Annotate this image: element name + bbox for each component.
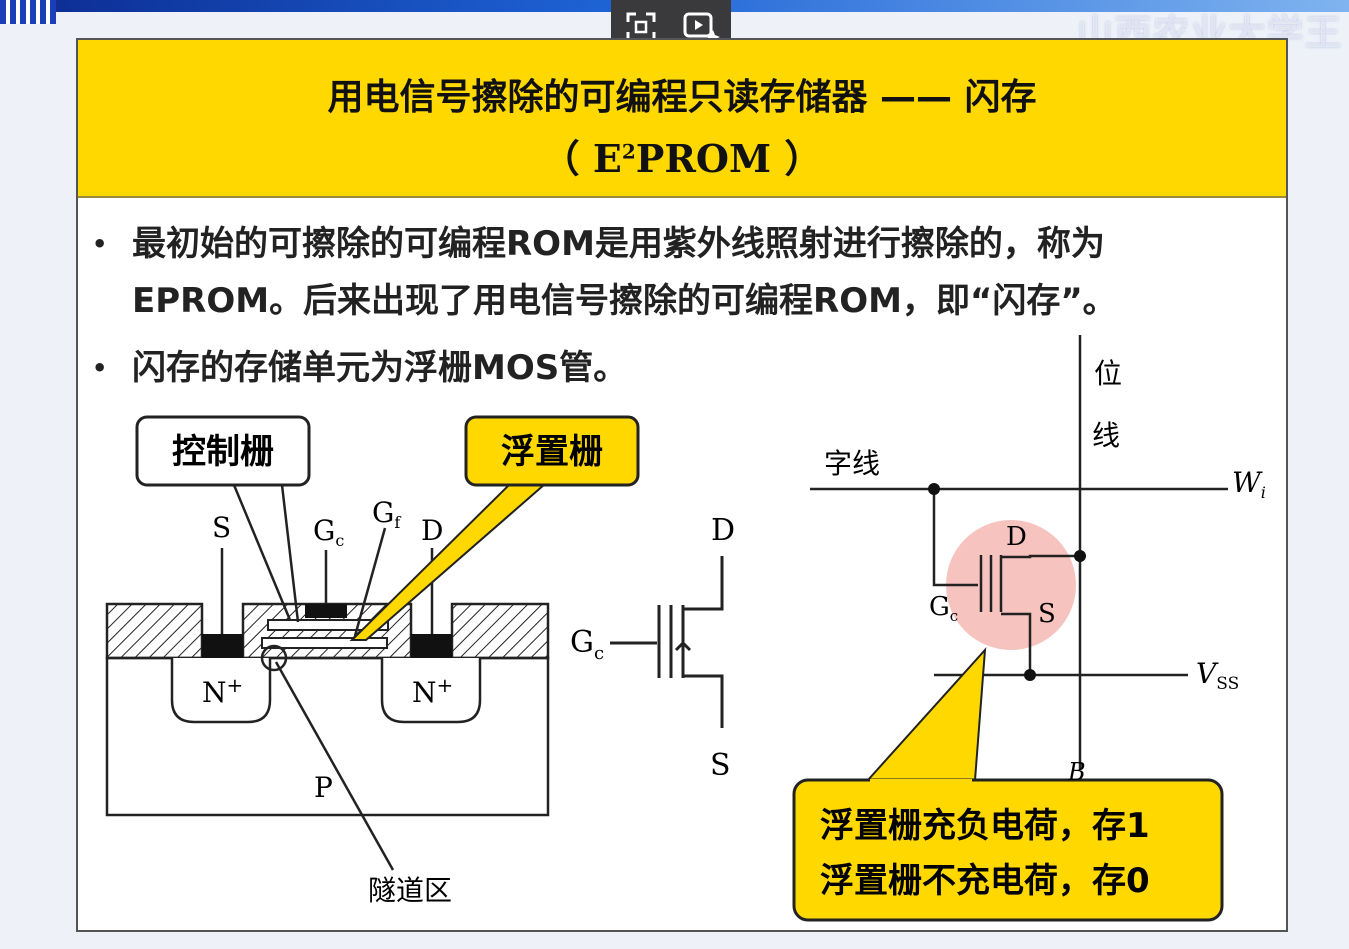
bullet-text-2: 闪存的存储单元为浮栅MOS管。 <box>132 348 628 388</box>
array-label-wi: Wi <box>1232 466 1266 502</box>
cs-label-tunnel: 隧道区 <box>368 874 452 907</box>
array-label-b-partial: B <box>1067 758 1086 786</box>
cs-label-p: P <box>314 771 333 804</box>
cs-label-s: S <box>212 511 231 544</box>
array-label-bitline-2: 线 <box>1092 419 1120 452</box>
floating-gate-mos-symbol <box>610 556 724 728</box>
control-gate-callout <box>135 415 311 487</box>
storage-callout-line-1: 浮置栅充负电荷，存1 <box>820 806 1150 846</box>
memory-array-cell <box>792 335 1228 922</box>
cs-label-n-left: N+ <box>202 673 243 709</box>
exit-fullscreen-icon[interactable] <box>621 7 661 47</box>
video-sparkle-icon[interactable] <box>681 7 721 47</box>
floating-gate-callout <box>464 415 640 487</box>
cs-label-n-right: N+ <box>412 673 453 709</box>
cell-highlight-circle <box>946 520 1076 650</box>
control-gate-layer <box>267 619 389 631</box>
slide-subtitle: （ E2PROM ） <box>78 128 1286 183</box>
bullet-marker: • <box>92 230 108 258</box>
oxide-right <box>450 602 550 660</box>
gate-top-contact <box>305 604 347 618</box>
subtitle-superscript: 2 <box>621 139 636 164</box>
symbol-label-gc: Gc <box>570 625 604 664</box>
slide-title: 用电信号擦除的可编程只读存储器 —— 闪存 <box>327 77 1037 118</box>
cs-label-gc: Gc <box>313 514 344 550</box>
drain-node <box>1074 550 1086 562</box>
storage-callout <box>792 778 1224 922</box>
symbol-label-d: D <box>711 513 735 548</box>
array-label-s: S <box>1038 599 1056 629</box>
left-ribbon-decoration <box>0 0 56 24</box>
bullet-item-2: • 闪存的存储单元为浮栅MOS管。 <box>92 340 792 400</box>
floating-gate-layer <box>261 637 388 649</box>
array-label-gc: Gc <box>929 592 958 625</box>
floating-gate-callout-text: 浮置栅 <box>501 432 603 472</box>
bullet-item-1: • 最初始的可擦除的可编程ROM是用紫外线照射进行擦除的，称为EPROM。后来出… <box>92 216 1272 336</box>
oxide-left <box>105 602 204 660</box>
tunnel-region-circle <box>260 644 288 672</box>
array-label-wordline: 字线 <box>824 447 880 480</box>
n-well-left <box>170 658 272 724</box>
title-banner: 用电信号擦除的可编程只读存储器 —— 闪存 （ E2PROM ） <box>78 40 1286 198</box>
mos-cross-section: S Gc Gf D N+ N+ P 隧道区 控制栅 浮置栅 <box>105 415 640 907</box>
subtitle-suffix: PROM ） <box>635 136 823 181</box>
word-line-node <box>928 483 940 495</box>
symbol-label-s: S <box>710 748 731 783</box>
drain-contact <box>411 634 452 658</box>
array-label-d: D <box>1006 522 1027 552</box>
n-well-right <box>380 658 482 724</box>
vss-node <box>1024 669 1036 681</box>
control-gate-callout-text: 控制栅 <box>172 432 274 472</box>
storage-callout-line-2: 浮置栅不充电荷，存0 <box>820 861 1150 901</box>
source-contact <box>202 634 243 658</box>
array-label-vss: VSS <box>1196 657 1239 694</box>
array-label-bitline-1: 位 <box>1094 357 1122 390</box>
cs-label-d: D <box>421 514 443 547</box>
bullet-text-1: 最初始的可擦除的可编程ROM是用紫外线照射进行擦除的，称为EPROM。后来出现了… <box>132 224 1117 321</box>
bullet-marker: • <box>92 354 108 382</box>
cs-label-gf: Gf <box>372 496 401 532</box>
subtitle-prefix: （ E <box>541 136 622 181</box>
